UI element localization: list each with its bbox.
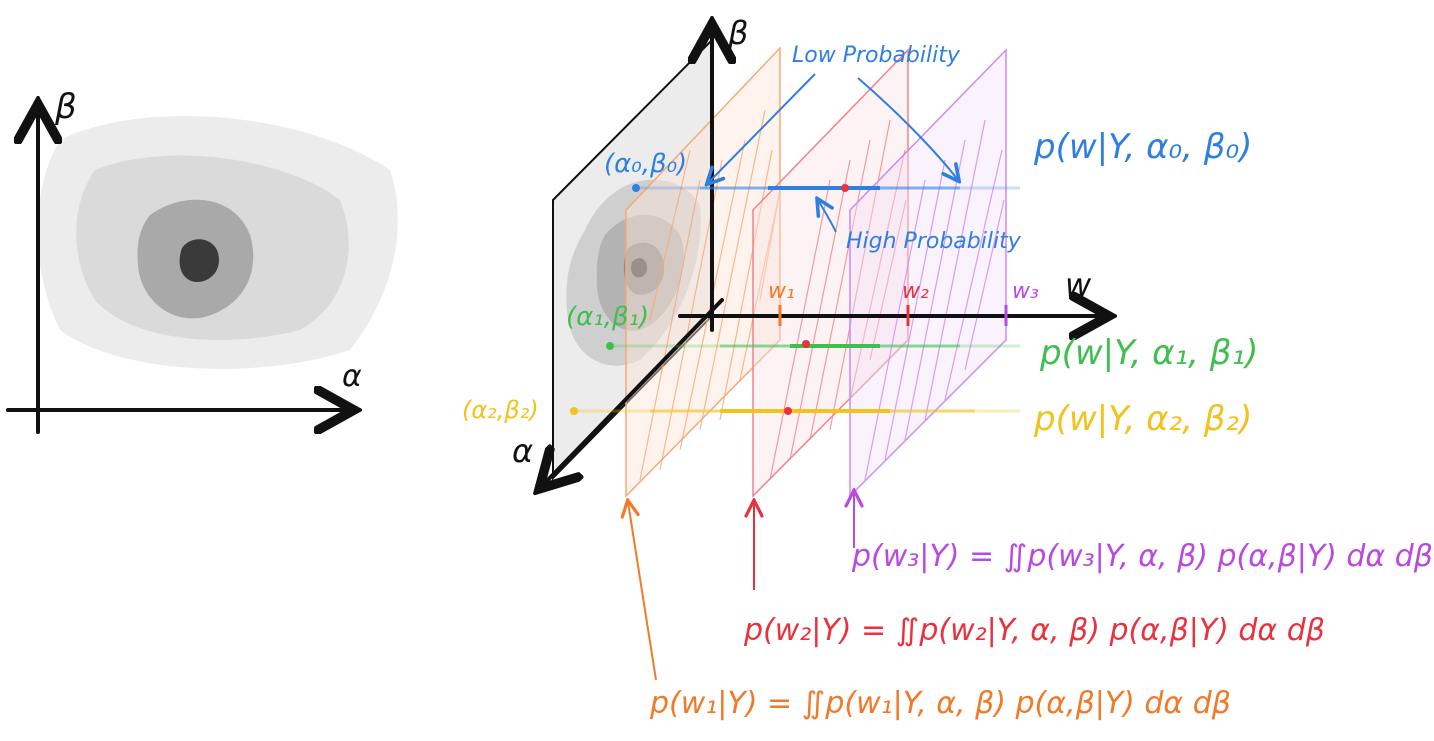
- conditional-formula-green: p(w|Y, α₁, β₁): [1039, 333, 1258, 373]
- w-ticks: w₁ w₂ w₃: [768, 279, 1039, 326]
- low-probability-label: Low Probability: [792, 43, 961, 68]
- high-probability-arrow: [818, 200, 837, 233]
- marginal-formula-w1: p(w₁|Y) = ∬p(w₁|Y, α, β) p(α,β|Y) dα dβ: [649, 686, 1231, 721]
- point-p1-label: (α₁,β₁): [566, 302, 649, 332]
- low-probability-arrow-left: [708, 73, 816, 183]
- posterior-density-blob: [37, 116, 398, 369]
- yellow-mode-dot: [784, 407, 792, 415]
- conditional-line-blue: [632, 184, 1020, 192]
- point-p0: [632, 184, 640, 192]
- w1-label: w₁: [768, 279, 795, 304]
- point-p2-label: (α₂,β₂): [462, 396, 539, 424]
- conditional-formula-blue: p(w|Y, α₀, β₀): [1033, 127, 1252, 167]
- left-posterior-plot: β α: [6, 87, 398, 434]
- high-probability-label: High Probability: [846, 229, 1022, 254]
- low-probability-arrow-right: [857, 77, 958, 180]
- probability-annotations: Low Probability High Probability: [708, 43, 1022, 254]
- w1-marginal-arrow: [628, 502, 657, 681]
- w2-slice-plane: [752, 48, 909, 498]
- blue-mode-dot: [841, 184, 849, 192]
- marginal-formula-w2: p(w₂|Y) = ∬p(w₂|Y, α, β) p(α,β|Y) dα dβ: [743, 613, 1325, 648]
- w2-label: w₂: [902, 279, 929, 304]
- left-alpha-label: α: [342, 359, 362, 394]
- point-p0-label: (α₀,β₀): [604, 149, 687, 179]
- alpha-axis: [542, 298, 724, 486]
- conditional-formula-yellow: p(w|Y, α₂, β₂): [1033, 399, 1252, 439]
- parameter-plane: [552, 37, 713, 481]
- conditional-line-yellow: [570, 407, 1020, 415]
- point-p2: [570, 407, 578, 415]
- alpha-axis-label: α: [512, 432, 533, 470]
- point-p1: [606, 342, 614, 350]
- w-axis-label: w: [1065, 266, 1092, 304]
- left-beta-label: β: [54, 87, 77, 127]
- w3-slice-plane: [849, 48, 1007, 498]
- marginal-formula-w3: p(w₃|Y) = ∬p(w₃|Y, α, β) p(α,β|Y) dα dβ: [851, 539, 1433, 574]
- beta-axis-label: β: [727, 14, 748, 52]
- w3-label: w₃: [1012, 279, 1039, 304]
- green-mode-dot: [802, 340, 810, 348]
- conditional-line-green: [606, 340, 1020, 350]
